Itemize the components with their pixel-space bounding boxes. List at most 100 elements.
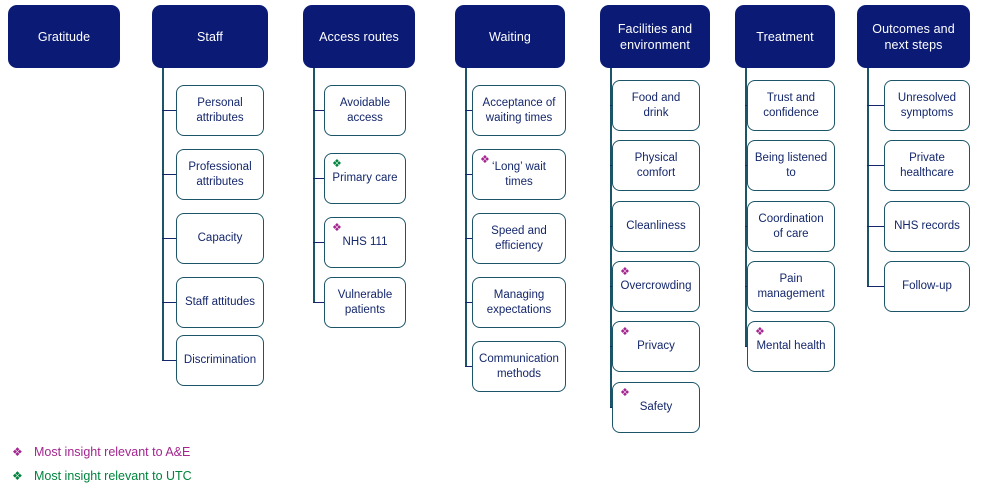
header-treatment[interactable]: Treatment [735,5,835,68]
node-label: Communication methods [479,352,559,380]
legend-item-ae: ❖Most insight relevant to A&E [0,440,400,464]
node-access-routes-2[interactable]: ❖NHS 111 [324,217,406,268]
header-waiting[interactable]: Waiting [455,5,565,68]
node-outcomes-2[interactable]: NHS records [884,201,970,252]
ae-relevance-marker-icon: ❖ [480,153,490,166]
header-label: Outcomes and next steps [872,21,955,52]
connector-branch [465,109,472,112]
ae-relevance-marker-icon: ❖ [620,386,630,399]
node-treatment-3[interactable]: Pain management [747,261,835,312]
node-facilities-5[interactable]: ❖Safety [612,382,700,433]
header-label: Facilities and environment [617,21,693,52]
node-label: Managing expectations [486,288,552,316]
header-gratitude[interactable]: Gratitude [8,5,120,68]
node-outcomes-0[interactable]: Unresolved symptoms [884,80,970,131]
node-label: Capacity [197,232,243,245]
connector-branch [313,241,324,244]
connector-branch [867,225,884,228]
ae-relevance-marker-icon: ❖ [620,325,630,338]
node-label: Physical comfort [634,151,678,179]
node-label: Privacy [637,340,675,353]
connector-branch [465,173,472,176]
connector-trunk-access-routes [313,68,315,303]
node-label: Mental health [756,340,826,353]
node-treatment-0[interactable]: Trust and confidence [747,80,835,131]
node-waiting-4[interactable]: Communication methods [472,341,566,392]
node-label: Avoidable access [339,96,391,124]
node-staff-2[interactable]: Capacity [176,213,264,264]
node-label: Food and drink [631,91,681,119]
node-access-routes-3[interactable]: Vulnerable patients [324,277,406,328]
header-staff[interactable]: Staff [152,5,268,68]
node-treatment-2[interactable]: Coordination of care [747,201,835,252]
header-label: Access routes [319,29,399,44]
ae-relevance-marker-icon: ❖ [620,265,630,278]
connector-branch [162,173,176,176]
header-outcomes[interactable]: Outcomes and next steps [857,5,970,68]
header-facilities[interactable]: Facilities and environment [600,5,710,68]
connector-trunk-outcomes [867,68,869,287]
header-label: Staff [197,29,223,44]
node-label: Private healthcare [900,151,954,179]
connector-branch [745,345,747,348]
node-staff-4[interactable]: Discrimination [176,335,264,386]
legend-label: Most insight relevant to UTC [34,469,192,483]
node-facilities-2[interactable]: Cleanliness [612,201,700,252]
node-waiting-2[interactable]: Speed and efficiency [472,213,566,264]
node-label: Overcrowding [620,280,692,293]
node-label: Coordination of care [758,212,824,240]
utc-relevance-marker-icon: ❖ [332,157,342,170]
node-treatment-1[interactable]: Being listened to [747,140,835,191]
node-label: Personal attributes [196,96,244,124]
connector-branch [867,104,884,107]
connector-trunk-treatment [745,68,747,347]
node-staff-3[interactable]: Staff attitudes [176,277,264,328]
node-outcomes-1[interactable]: Private healthcare [884,140,970,191]
node-access-routes-1[interactable]: ❖Primary care [324,153,406,204]
node-staff-1[interactable]: Professional attributes [176,149,264,200]
connector-branch [465,301,472,304]
connector-branch [313,177,324,180]
node-label: NHS 111 [342,236,388,249]
node-access-routes-0[interactable]: Avoidable access [324,85,406,136]
node-facilities-0[interactable]: Food and drink [612,80,700,131]
connector-branch [465,365,472,368]
node-label: Vulnerable patients [337,288,393,316]
connector-branch [745,285,747,288]
connector-branch [465,237,472,240]
node-facilities-1[interactable]: Physical comfort [612,140,700,191]
legend: ❖Most insight relevant to A&E❖Most insig… [0,440,400,488]
node-facilities-4[interactable]: ❖ Privacy [612,321,700,372]
connector-branch [162,301,176,304]
utc-relevance-marker-icon: ❖ [12,469,23,483]
connector-branch [313,109,324,112]
node-label: Acceptance of waiting times [482,96,556,124]
node-label: Trust and confidence [763,91,819,119]
legend-item-utc: ❖ Most insight relevant to UTC [0,464,400,488]
node-staff-0[interactable]: Personal attributes [176,85,264,136]
node-outcomes-3[interactable]: Follow-up [884,261,970,312]
ae-relevance-marker-icon: ❖ [12,445,23,459]
node-waiting-1[interactable]: ❖‘Long’ wait times [472,149,566,200]
node-waiting-3[interactable]: Managing expectations [472,277,566,328]
ae-relevance-marker-icon: ❖ [332,221,342,234]
connector-branch [745,164,747,167]
connector-branch [162,359,176,362]
node-waiting-0[interactable]: Acceptance of waiting times [472,85,566,136]
connector-branch [610,345,612,348]
header-label: Gratitude [37,29,91,44]
node-treatment-4[interactable]: ❖ Mental health [747,321,835,372]
node-label: Pain management [757,272,825,300]
ae-relevance-marker-icon: ❖ [755,325,765,338]
connector-branch [745,104,747,107]
node-label: Discrimination [183,354,257,367]
connector-branch [610,225,612,228]
node-label: Being listened to [754,151,828,179]
node-label: Cleanliness [626,220,686,233]
header-access-routes[interactable]: Access routes [303,5,415,68]
connector-branch [610,104,612,107]
node-facilities-3[interactable]: ❖ Overcrowding [612,261,700,312]
connector-trunk-waiting [465,68,467,367]
connector-branch [610,406,612,409]
